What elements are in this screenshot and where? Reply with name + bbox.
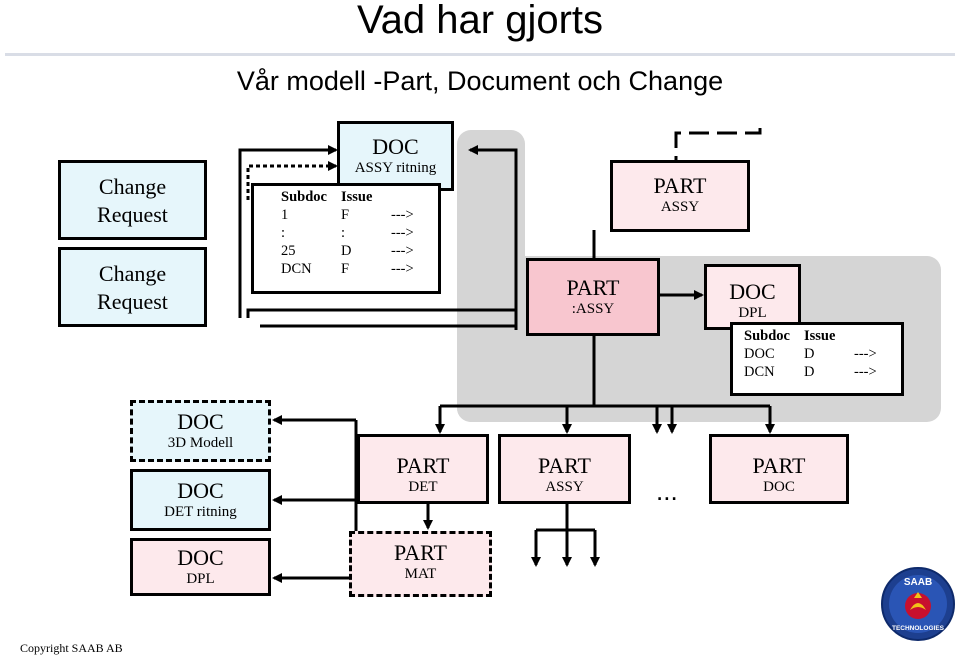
doc-kind-label: DOC bbox=[177, 409, 224, 434]
doc-dpl-left[interactable]: DOC DPL bbox=[130, 538, 271, 596]
issue-cell: : bbox=[341, 225, 346, 241]
arrow-cell: ---> bbox=[854, 346, 877, 362]
part-sub-label: DOC bbox=[763, 479, 795, 496]
part-mat[interactable]: PART MAT bbox=[349, 531, 492, 597]
arrow-cell: ---> bbox=[854, 364, 877, 380]
doc-det-ritning[interactable]: DOC DET ritning bbox=[130, 469, 271, 531]
part-assy-bottom[interactable]: PART ASSY bbox=[498, 434, 631, 504]
svg-text:TECHNOLOGIES: TECHNOLOGIES bbox=[892, 625, 945, 632]
issue-cell: D bbox=[804, 364, 815, 380]
change-request-label: Request bbox=[97, 288, 168, 314]
subdoc-cell: 1 bbox=[281, 207, 289, 223]
doc-sub-label: 3D Modell bbox=[167, 435, 234, 452]
arrow-cell: ---> bbox=[391, 261, 414, 277]
doc-sub-label: ASSY ritning bbox=[354, 160, 437, 177]
subdoc-cell: : bbox=[281, 225, 286, 241]
part-doc[interactable]: PART DOC bbox=[709, 434, 849, 504]
copyright-text: Copyright SAAB AB bbox=[20, 641, 123, 655]
part-sub-label: ASSY bbox=[660, 199, 700, 216]
subdoc-cell: DCN bbox=[281, 261, 312, 277]
part-sub-label: DET bbox=[408, 479, 438, 496]
issue-cell: F bbox=[341, 207, 350, 223]
arrow-cell: ---> bbox=[391, 243, 414, 259]
part-sub-label: MAT bbox=[404, 566, 437, 583]
change-request-box-2[interactable]: Change Request bbox=[58, 247, 207, 327]
doc-sub-label: DET ritning bbox=[164, 504, 237, 521]
part-sub-label: ASSY bbox=[545, 479, 584, 496]
part-kind-label: PART bbox=[396, 453, 450, 478]
doc-kind-label: DOC bbox=[372, 134, 419, 159]
part-sub-label: :ASSY bbox=[571, 301, 615, 318]
doc-sub-label: DPL bbox=[738, 305, 767, 322]
subdoc-cell: DOC bbox=[744, 346, 775, 362]
subdoc-cell: 25 bbox=[281, 243, 296, 259]
page-title: Vad har gjorts bbox=[356, 0, 604, 42]
subdoc-cell: DCN bbox=[744, 364, 775, 380]
title-divider bbox=[5, 53, 955, 56]
arrow-cell: ---> bbox=[391, 225, 414, 241]
arrow-cell: ---> bbox=[391, 207, 414, 223]
doc-kind-label: DOC bbox=[177, 545, 224, 570]
issue-cell: D bbox=[804, 346, 815, 362]
part-assy-center[interactable]: PART :ASSY bbox=[526, 258, 660, 336]
part-assy-top[interactable]: PART ASSY bbox=[610, 160, 750, 232]
doc-kind-label: DOC bbox=[177, 478, 224, 503]
change-request-box-1[interactable]: Change Request bbox=[58, 160, 207, 240]
part-kind-label: PART bbox=[653, 173, 707, 198]
change-request-label: Change bbox=[98, 261, 167, 286]
issue-header: Issue bbox=[341, 189, 373, 205]
doc-dpl-right[interactable]: DOC DPL bbox=[704, 264, 801, 330]
doc-sub-label: DPL bbox=[186, 571, 215, 588]
doc-kind-label: DOC bbox=[729, 279, 776, 304]
issue-cell: F bbox=[341, 261, 350, 277]
part-kind-label: PART bbox=[394, 540, 447, 565]
change-request-label: Request bbox=[97, 201, 168, 227]
saab-technologies-logo-icon: SAAB TECHNOLOGIES bbox=[881, 567, 955, 641]
part-det[interactable]: PART DET bbox=[357, 434, 489, 504]
part-kind-label: PART bbox=[752, 453, 806, 478]
more-parts-ellipsis: ... bbox=[656, 476, 678, 506]
subdoc-header: Subdoc bbox=[744, 328, 790, 344]
page-subtitle: Vår modell -Part, Document och Change bbox=[236, 66, 724, 96]
doc-3d-modell[interactable]: DOC 3D Modell bbox=[130, 400, 271, 462]
issue-header: Issue bbox=[804, 328, 836, 344]
svg-text:SAAB: SAAB bbox=[904, 577, 932, 588]
subdoc-table-right: Subdoc Issue DOC D ---> DCN D ---> bbox=[730, 322, 904, 396]
doc-assy-ritning[interactable]: DOC ASSY ritning bbox=[337, 121, 454, 191]
subdoc-header: Subdoc bbox=[281, 189, 327, 205]
issue-cell: D bbox=[341, 243, 352, 259]
part-kind-label: PART bbox=[566, 275, 620, 300]
change-request-label: Change bbox=[98, 174, 167, 199]
subdoc-table-left: Subdoc Issue 1 F ---> : : ---> 25 D --->… bbox=[251, 183, 441, 294]
part-kind-label: PART bbox=[538, 453, 591, 478]
